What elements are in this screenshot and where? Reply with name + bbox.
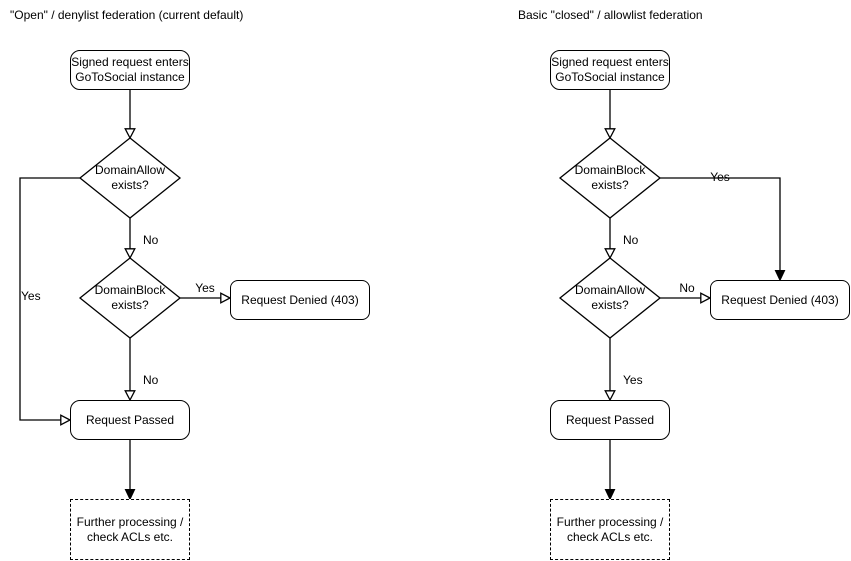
connector-yes-elbow xyxy=(19,177,80,421)
arrowhead-open xyxy=(604,128,616,140)
decision-diamond xyxy=(558,257,662,339)
arrowhead-open xyxy=(604,248,616,260)
right-flow-title: Basic "closed" / allowlist federation xyxy=(518,8,703,22)
arrowhead-open xyxy=(604,390,616,402)
left-flow-connectors xyxy=(19,90,232,501)
connector-yes-elbow xyxy=(660,177,781,270)
arrowhead-open xyxy=(700,292,712,304)
left-decision2-no-label: No xyxy=(143,373,159,387)
right-decision2-yes-label: Yes xyxy=(623,373,643,387)
right-further-processing-node: Further processing / check ACLs etc. xyxy=(550,499,670,560)
arrowhead-solid xyxy=(604,488,616,501)
arrowhead-open xyxy=(124,390,136,402)
left-request-denied-node: Request Denied (403) xyxy=(230,280,370,320)
left-decision1-no-label: No xyxy=(143,233,159,247)
left-decision1-yes-label: Yes xyxy=(21,289,41,303)
right-flow-connectors xyxy=(558,90,786,501)
right-start-node: Signed request enters GoToSocial instanc… xyxy=(550,50,670,90)
arrowhead-solid xyxy=(774,269,786,282)
right-request-denied-node: Request Denied (403) xyxy=(710,280,850,320)
left-further-processing-node: Further processing / check ACLs etc. xyxy=(70,499,190,560)
arrowhead-open xyxy=(60,414,72,426)
right-decision2-no-label: No xyxy=(679,281,695,295)
left-request-passed-node: Request Passed xyxy=(70,400,190,440)
left-start-node: Signed request enters GoToSocial instanc… xyxy=(70,50,190,90)
decision-diamond xyxy=(558,137,662,219)
arrowhead-open xyxy=(124,248,136,260)
right-request-passed-node: Request Passed xyxy=(550,400,670,440)
arrowhead-solid xyxy=(124,488,136,501)
arrowhead-open xyxy=(124,128,136,140)
left-flow-title: "Open" / denylist federation (current de… xyxy=(10,8,244,22)
decision-diamond xyxy=(78,137,182,219)
right-decision1-yes-label: Yes xyxy=(710,170,730,184)
left-decision2-yes-label: Yes xyxy=(195,281,215,295)
right-decision1-no-label: No xyxy=(623,233,639,247)
decision-diamond xyxy=(78,257,182,339)
arrowhead-open xyxy=(220,292,232,304)
